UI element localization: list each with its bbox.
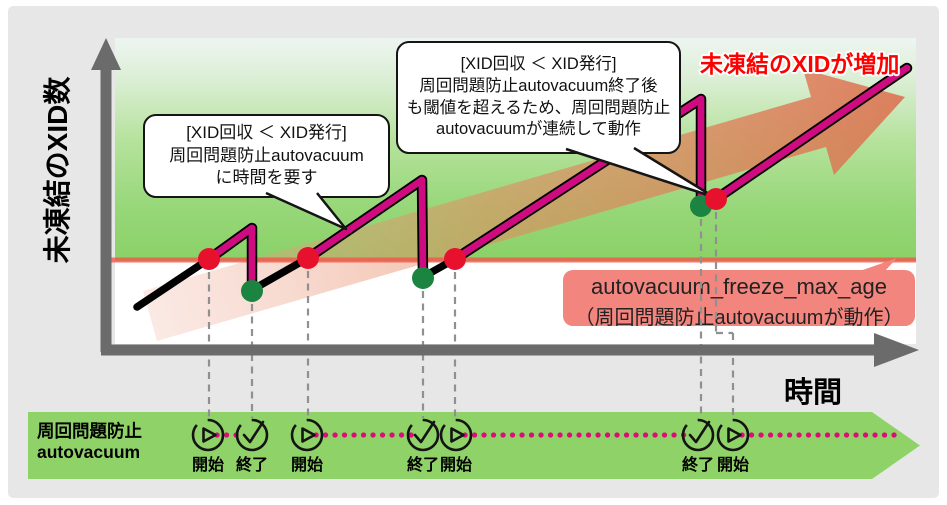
trend-annotation: 未凍結のXIDが増加 xyxy=(700,51,900,77)
callout-vacuum-duration: [XID回収 ＜ XID発行] 周回問題防止autovacuum に時間を要す xyxy=(143,114,390,198)
event-label-start: 開始 xyxy=(439,457,472,474)
event-label-start: 開始 xyxy=(716,457,749,474)
event-label-end: 終了 xyxy=(681,457,714,474)
event-label-end: 終了 xyxy=(235,457,268,474)
event-label-end: 終了 xyxy=(406,457,439,474)
threshold-banner-description: （周回問題防止autovacuumが動作） xyxy=(574,307,904,329)
process-bar-label: 周回問題防止 autovacuum xyxy=(37,421,142,463)
process-timeline-bar xyxy=(28,412,920,479)
x-axis-label: 時間 xyxy=(784,377,843,409)
threshold-banner: autovacuum_freeze_max_age （周回問題防止autovac… xyxy=(563,270,915,329)
y-axis-label: 未凍結のXID数 xyxy=(42,76,73,264)
callout-continuous-vacuum: [XID回収 ＜ XID発行] 周回問題防止autovacuum終了後 も閾値を… xyxy=(396,41,681,154)
event-label-start: 開始 xyxy=(290,457,323,474)
threshold-banner-parameter: autovacuum_freeze_max_age xyxy=(591,274,887,299)
event-label-start: 開始 xyxy=(191,457,224,474)
